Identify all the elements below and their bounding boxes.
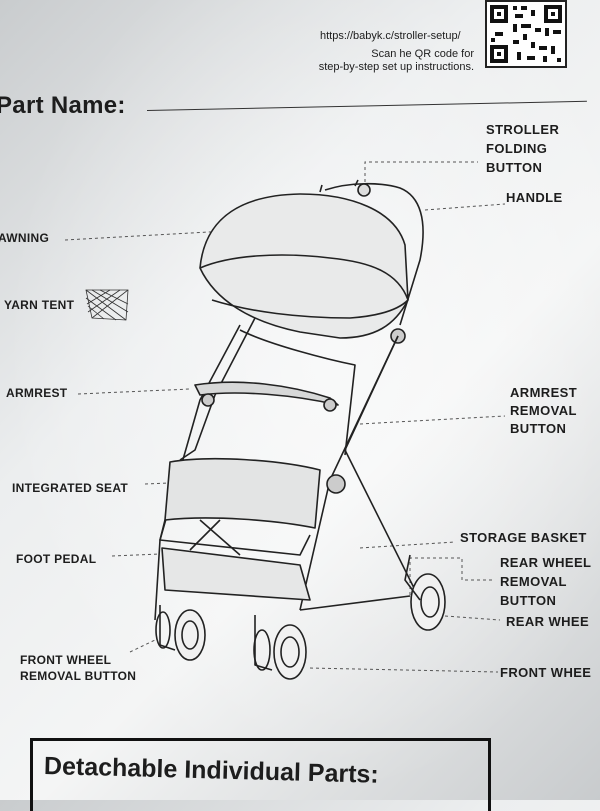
foot-pedal-label: FOOT PEDAL [16,552,97,566]
qr-code-icon[interactable] [485,0,567,68]
armrest-removal-line2: REMOVAL [510,403,577,418]
armrest-removal-line3: BUTTON [510,421,567,436]
rear-wheel-removal-line1: REAR WHEEL [500,555,592,570]
qr-instructions-line2: step-by-step set up instructions. [318,61,474,73]
integrated-seat-label: INTEGRATED SEAT [12,481,129,495]
awning-label: AWNING [0,231,50,245]
stroller-folding-button-label: STROLLER FOLDING BUTTON [486,120,559,177]
storage-basket-label: STORAGE BASKET [460,530,587,545]
armrest-removal-line1: ARMREST [510,385,578,400]
front-wheel-removal-button-label: FRONT WHEEL REMOVAL BUTTON [20,652,136,684]
yarn-tent-label: YARN TENT [4,298,75,312]
handle-label: HANDLE [506,190,563,205]
part-name-label: Part Name: [0,92,126,119]
front-wheel-removal-line1: FRONT WHEEL [20,653,112,667]
rear-wheel-removal-line2: REMOVAL [500,574,567,589]
rear-wheel-label: REAR WHEE [506,614,590,629]
detachable-parts-box [30,738,491,811]
rear-wheel-removal-line3: BUTTON [500,593,557,608]
qr-instructions-line1: Scan he QR code for [371,48,474,60]
setup-url[interactable]: https://babyk.c/stroller-setup/ [320,30,461,42]
front-wheel-label: FRONT WHEE [500,665,592,680]
front-wheel-removal-line2: REMOVAL BUTTON [20,669,137,683]
stroller-folding-button-line1: STROLLER [486,122,560,137]
armrest-label: ARMREST [6,386,68,400]
stroller-folding-button-line2: FOLDING [486,141,548,156]
stroller-folding-button-line3: BUTTON [486,160,543,175]
qr-instructions: Scan he QR code for step-by-step set up … [300,48,474,74]
rear-wheel-removal-button-label: REAR WHEEL REMOVAL BUTTON [500,553,591,610]
armrest-removal-button-label: ARMREST REMOVAL BUTTON [510,384,577,438]
